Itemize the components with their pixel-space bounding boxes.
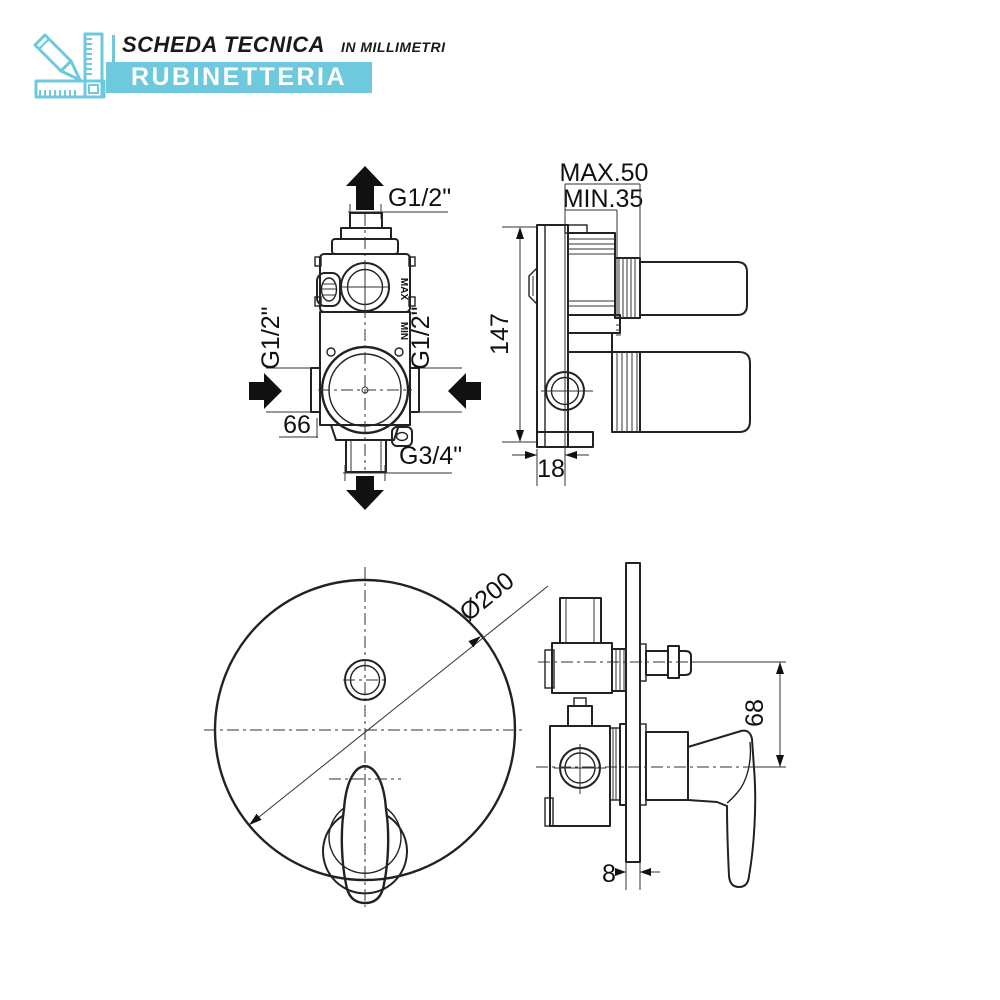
page-title: SCHEDA TECNICA	[122, 32, 325, 57]
ruler-horizontal-arm	[34, 79, 106, 99]
bottom-port-cylinder	[639, 351, 751, 433]
valve-side-view: MAX.50 MIN.35 147 18	[486, 159, 751, 486]
dim-thickness-label: 8	[602, 860, 616, 888]
ruler-vertical-arm	[83, 32, 104, 99]
dim-height-label: 147	[486, 313, 514, 355]
brand-banner-label: RUBINETTERIA	[130, 63, 348, 91]
diverter-stem	[645, 650, 669, 676]
flow-arrow-up	[346, 166, 384, 210]
handle-sleeve	[645, 731, 689, 801]
dim-bottom-port-label: G3/4"	[399, 442, 462, 470]
plate-edge	[625, 562, 641, 863]
flow-arrow-down	[346, 476, 384, 510]
left-small-port	[316, 272, 341, 307]
handle-lever	[340, 808, 390, 905]
header-divider	[112, 35, 115, 63]
max-marking: MAX	[398, 278, 409, 301]
handle-side	[687, 729, 757, 888]
dim-max-depth-label: MAX.50	[560, 159, 649, 187]
dim-min-depth-label: MIN.35	[563, 185, 644, 213]
dim-depth-label: 18	[537, 455, 565, 483]
diverter-housing	[551, 642, 613, 694]
flow-arrow-left	[249, 373, 282, 409]
dim-right-port-label: G1/2"	[407, 306, 435, 369]
dim-spacing-label: 68	[741, 699, 769, 727]
dim-diameter-label: Ø200	[454, 567, 519, 627]
dim-66-label: 66	[283, 411, 311, 439]
brand-banner: RUBINETTERIA	[106, 62, 372, 93]
assembly-side-view: 68 8	[536, 562, 786, 890]
min-marking: MIN	[398, 322, 409, 340]
top-port-cylinder	[639, 261, 748, 316]
unit-note: IN MILLIMETRI	[340, 39, 446, 55]
pencil-tip	[59, 59, 82, 82]
side-body-slab	[536, 224, 569, 448]
bottom-outlet	[345, 439, 387, 473]
ruler-and-pencil-icon	[33, 32, 106, 99]
flow-arrow-right	[448, 373, 481, 409]
handle-lever-top	[342, 765, 388, 810]
dim-top-port-label: G1/2"	[388, 184, 451, 212]
plate-front-view: Ø200	[204, 567, 549, 907]
dim-left-port-label: G1/2"	[257, 306, 285, 369]
header: SCHEDA TECNICA IN MILLIMETRI RUBINETTERIA	[0, 0, 1000, 120]
valve-front-view: G1/2" MAX MIN	[249, 166, 481, 510]
